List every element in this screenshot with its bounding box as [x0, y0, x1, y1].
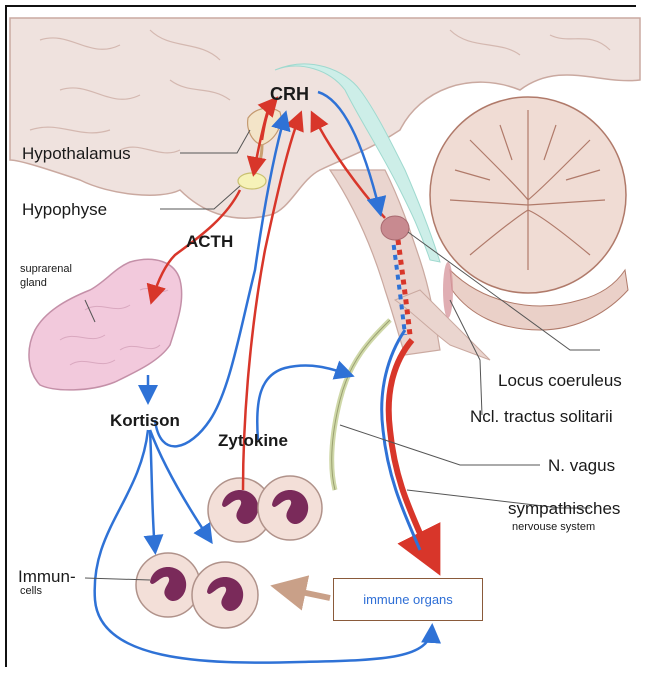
immune-cell — [192, 562, 258, 628]
label-crh: CRH — [270, 85, 309, 103]
label-immun: Immun- — [18, 568, 76, 585]
label-nervouse-system: nervouse system — [512, 522, 595, 533]
immune-cell — [258, 476, 322, 540]
label-immune-organs: immune organs — [363, 592, 453, 607]
cerebellum — [430, 97, 628, 330]
label-hypothalamus: Hypothalamus — [22, 145, 131, 162]
label-acth: ACTH — [186, 233, 233, 250]
locus-coeruleus-nucleus — [381, 216, 409, 240]
immune-organs-box: immune organs — [333, 578, 483, 621]
immune-cell — [136, 553, 200, 617]
label-n-vagus: N. vagus — [548, 457, 615, 474]
label-locus-coeruleus: Locus coeruleus — [498, 372, 622, 389]
label-ncl-tractus-solitarii: Ncl. tractus solitarii — [470, 408, 613, 425]
tractus-solitarii-nucleus — [443, 262, 453, 318]
arrow-kortison-down — [150, 430, 155, 550]
arrow-organs-to-cells — [282, 588, 330, 598]
label-zytokine: Zytokine — [218, 432, 288, 449]
label-suprarenal: suprarenal — [20, 264, 72, 275]
label-hypophyse: Hypophyse — [22, 201, 107, 218]
label-gland: gland — [20, 278, 47, 289]
arrow-kortison-loop — [95, 430, 432, 663]
label-cells: cells — [20, 586, 42, 597]
label-sympathisches: sympathisches — [508, 500, 620, 517]
immune-cells — [136, 476, 322, 628]
label-kortison: Kortison — [110, 412, 180, 429]
